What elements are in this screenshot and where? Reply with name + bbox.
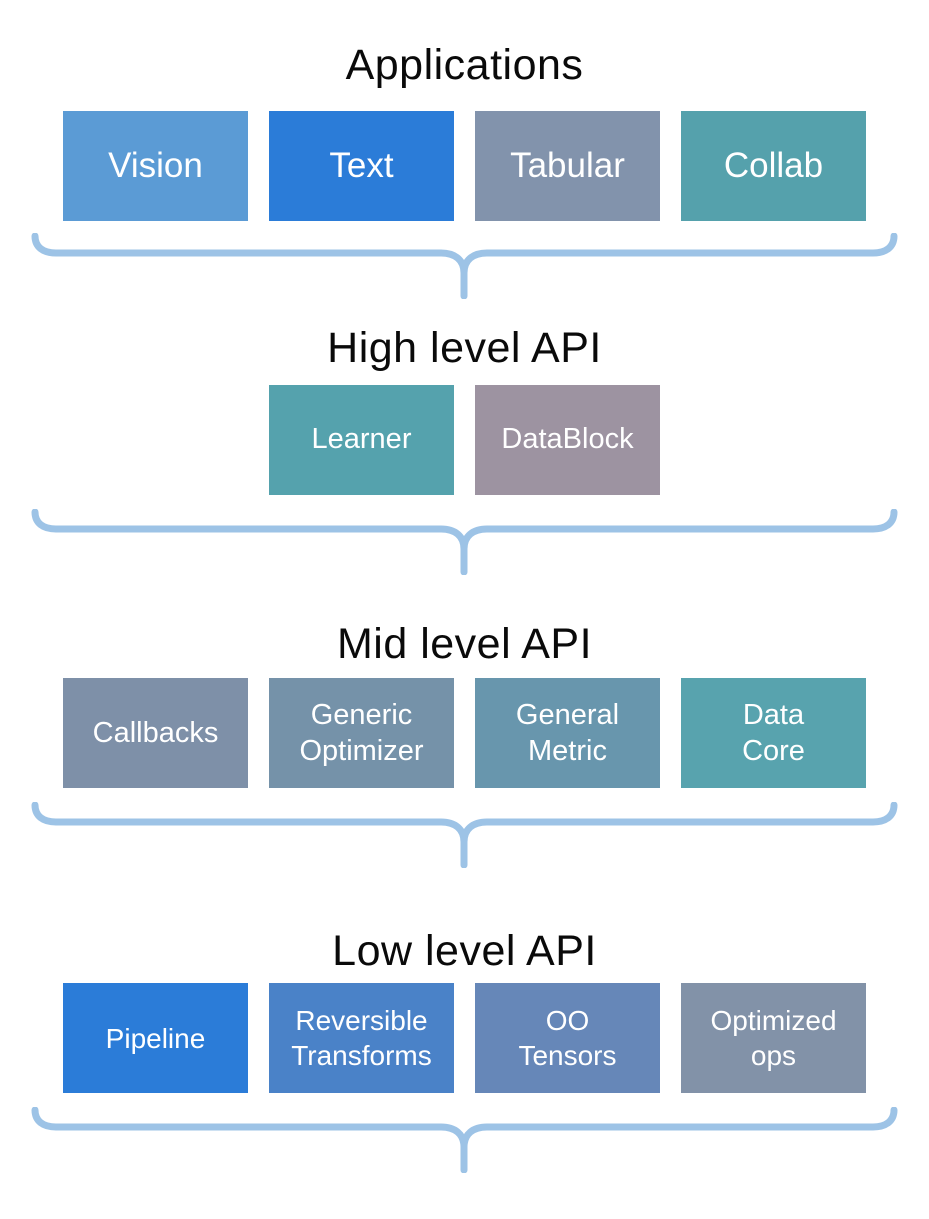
box-collab-label: Collab: [723, 146, 824, 186]
box-vision: Vision: [63, 111, 248, 222]
box-reversible-transforms-label: Reversible Transforms: [291, 1005, 432, 1072]
box-learner: Learner: [269, 384, 454, 495]
box-oo-tensors: OO Tensors: [475, 983, 660, 1094]
box-pipeline-label: Pipeline: [105, 1022, 206, 1054]
high-level-boxes-row: Learner DataBlock: [269, 384, 660, 495]
box-learner-label: Learner: [311, 423, 412, 456]
box-optimized-ops: Optimized ops: [681, 983, 866, 1094]
box-data-core: Data Core: [681, 677, 866, 788]
box-datablock-label: DataBlock: [501, 423, 634, 456]
box-general-metric: General Metric: [475, 677, 660, 788]
applications-boxes-row: Vision Text Tabular Collab: [63, 111, 866, 222]
box-vision-label: Vision: [108, 146, 203, 186]
section-high-level-api: High level API Learner DataBlock: [0, 299, 929, 575]
box-tabular: Tabular: [475, 111, 660, 222]
section-title-mid-level-api: Mid level API: [336, 619, 593, 668]
low-level-boxes-row: Pipeline Reversible Transforms OO Tensor…: [63, 983, 866, 1094]
box-text: Text: [269, 111, 454, 222]
section-low-level-api: Low level API Pipeline Reversible Transf…: [0, 868, 929, 1174]
section-title-applications: Applications: [345, 41, 584, 89]
box-collab: Collab: [681, 111, 866, 222]
section-title-high-level-api: High level API: [327, 324, 602, 373]
brace-low-level-icon: [31, 1107, 898, 1174]
box-general-metric-label: General Metric: [515, 698, 620, 767]
box-data-core-label: Data Core: [742, 698, 805, 767]
box-tabular-label: Tabular: [510, 146, 625, 186]
section-applications: Applications Vision Text Tabular Collab: [0, 0, 929, 300]
box-generic-optimizer: Generic Optimizer: [269, 677, 454, 788]
box-pipeline: Pipeline: [63, 983, 248, 1094]
box-optimized-ops-label: Optimized ops: [710, 1005, 837, 1072]
brace-high-level-icon: [31, 508, 898, 575]
box-oo-tensors-label: OO Tensors: [518, 1005, 617, 1072]
mid-level-boxes-row: Callbacks Generic Optimizer General Metr…: [63, 677, 866, 788]
box-datablock: DataBlock: [475, 384, 660, 495]
box-text-label: Text: [329, 146, 394, 186]
box-callbacks: Callbacks: [63, 677, 248, 788]
box-reversible-transforms: Reversible Transforms: [269, 983, 454, 1094]
brace-applications-icon: [31, 233, 898, 300]
section-title-low-level-api: Low level API: [332, 926, 597, 975]
box-callbacks-label: Callbacks: [92, 716, 219, 749]
section-mid-level-api: Mid level API Callbacks Generic Optimize…: [0, 575, 929, 868]
box-generic-optimizer-label: Generic Optimizer: [299, 698, 424, 767]
brace-mid-level-icon: [31, 801, 898, 868]
